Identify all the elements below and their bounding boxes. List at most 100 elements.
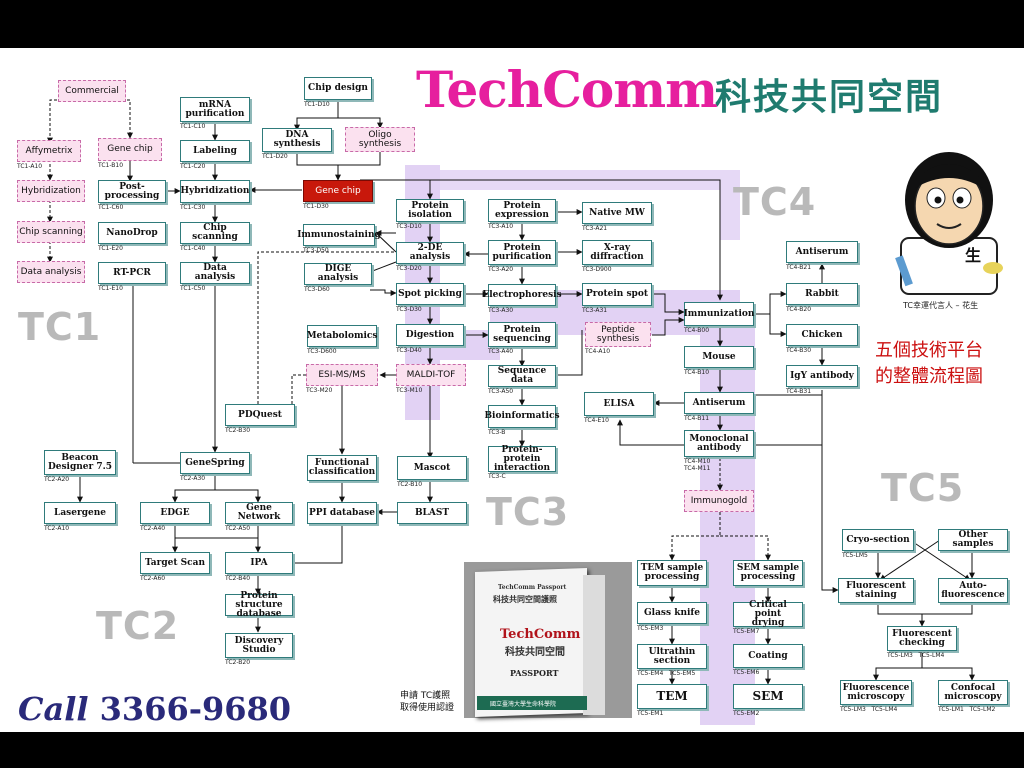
node-protdb: Protein structure database	[225, 591, 293, 618]
node-code-xray: TC3-D900	[582, 266, 612, 273]
node-code-electro: TC3-A30	[488, 307, 514, 314]
node-esims: ESI-MS/MS	[306, 364, 378, 386]
node-chipscan1: Chip scanning	[17, 221, 85, 243]
platform-label-tc5: TC5	[881, 466, 965, 510]
node-peptide: Peptide synthesis	[585, 322, 651, 347]
node-code-elisa: TC4-E10	[584, 417, 609, 424]
node-code-edge: TC2-A40	[140, 525, 166, 532]
node-fluorstain: Fluorescent staining	[838, 578, 914, 603]
node-protspot: Protein spot	[582, 283, 652, 306]
node-confocal: Confocal microscopy	[938, 680, 1008, 705]
node-code-digestion: TC3-D40	[396, 347, 422, 354]
call-prefix: Call	[18, 690, 89, 728]
page-title: TechComm	[416, 60, 718, 119]
node-code-ultrathin: TC5-EM4 TC5-EM5	[637, 670, 696, 677]
node-blast: BLAST	[397, 502, 467, 524]
node-code-monoclonal: TC4-M10 TC4-M11	[684, 458, 711, 472]
node-sem: SEM	[733, 684, 803, 709]
node-code-genespring: TC2-A30	[180, 475, 206, 482]
node-dnasyn: DNA synthesis	[262, 128, 332, 152]
node-genechip1: Gene chip	[98, 138, 162, 161]
node-code-antiserum1: TC4-B21	[786, 264, 812, 271]
passport-apply-line1: 申請 TC護照	[400, 691, 451, 701]
node-protiso: Protein isolation	[396, 199, 464, 222]
node-twode: 2-DE analysis	[396, 242, 464, 264]
node-pdquest: PDQuest	[225, 404, 295, 426]
node-nativemw: Native MW	[582, 202, 652, 224]
node-code-mrna: TC1-C10	[180, 123, 206, 130]
passport-line3: TechComm	[500, 627, 581, 642]
node-ultrathin: Ultrathin section	[637, 644, 707, 669]
mascot-badge: 生	[965, 246, 981, 265]
node-code-nativemw: TC3-A21	[582, 225, 608, 232]
node-code-discovery: TC2-B20	[225, 659, 251, 666]
node-antiserum1: Antiserum	[786, 241, 858, 263]
node-hyb1: Hybridization	[17, 180, 85, 202]
passport-line4: 科技共同空間	[505, 647, 565, 658]
node-code-chicken: TC4-B30	[786, 347, 812, 354]
call-number: 3366-9680	[99, 690, 292, 728]
node-fluorcheck: Fluorescent checking	[887, 626, 957, 651]
node-funcclass: Functional classification	[307, 455, 377, 481]
node-code-peptide: TC4-A10	[585, 348, 611, 355]
node-elisa: ELISA	[584, 392, 654, 416]
node-code-labeling: TC1-C20	[180, 163, 206, 170]
node-affymetrix: Affymetrix	[17, 140, 81, 162]
node-code-rabbit: TC4-B20	[786, 306, 812, 313]
node-mrna: mRNA purification	[180, 97, 250, 122]
node-oligo: Oligo synthesis	[345, 127, 415, 152]
node-chipdesign: Chip design	[304, 77, 372, 100]
node-code-coating: TC5-EM6	[733, 669, 760, 676]
platform-label-tc2: TC2	[96, 604, 180, 648]
node-code-protexp: TC3-A10	[488, 223, 514, 230]
node-code-genechipred: TC1-D30	[303, 203, 329, 210]
node-ppidb: PPI database	[307, 502, 377, 524]
node-code-pdquest: TC2-B30	[225, 427, 251, 434]
node-code-protpur: TC3-A20	[488, 266, 514, 273]
node-code-dige: TC3-D60	[304, 286, 330, 293]
node-code-fluormicro: TC5-LM3 TC5-LM4	[840, 706, 898, 713]
node-genenet: Gene Network	[225, 502, 293, 524]
node-immunogold: Immunogold	[684, 490, 754, 512]
node-code-confocal: TC5-LM1 TC5-LM2	[938, 706, 996, 713]
mascot-illustration: 生	[895, 152, 1003, 295]
node-antiserum2: Antiserum	[684, 392, 754, 414]
node-code-beacon: TC2-A20	[44, 476, 70, 483]
passport-line2: 科技共同空間護照	[493, 595, 557, 604]
node-code-sem: TC5-EM2	[733, 710, 760, 717]
node-rtpcr: RT-PCR	[98, 262, 166, 284]
node-code-twode: TC3-D20	[396, 265, 422, 272]
node-bioinfo: Bioinformatics	[484, 405, 560, 428]
node-chipscan2: Chip scanning	[180, 222, 250, 244]
node-code-chipdesign: TC1-D10	[304, 101, 330, 108]
platform-label-tc4: TC4	[733, 180, 817, 224]
node-code-igy: TC4-B31	[786, 388, 812, 395]
node-code-dnasyn: TC1-D20	[262, 153, 288, 160]
node-chicken: Chicken	[786, 324, 858, 346]
node-mouse: Mouse	[684, 346, 754, 368]
passport-line6: 國立臺灣大學生命科學院	[490, 701, 557, 708]
node-discovery: Discovery Studio	[225, 633, 293, 658]
node-genespring: GeneSpring	[180, 452, 250, 474]
node-lasergene: Lasergene	[44, 502, 116, 524]
node-monoclonal: Monoclonal antibody	[684, 430, 754, 457]
node-labeling: Labeling	[180, 140, 250, 162]
node-tem: TEM	[637, 684, 707, 709]
node-code-glassknife: TC5-EM3	[637, 625, 664, 632]
node-code-dataan2: TC1-C50	[180, 285, 206, 292]
node-maldi: MALDI-TOF	[396, 364, 466, 386]
node-edge: EDGE	[140, 502, 210, 524]
node-code-mascot: TC2-B10	[397, 481, 423, 488]
node-code-metabolomics: TC3-D600	[307, 348, 337, 355]
node-code-mouse: TC4-B10	[684, 369, 710, 376]
node-othersamp: Other samples	[938, 529, 1008, 551]
node-ppi: Protein-protein interaction	[488, 445, 556, 472]
node-immunostain: Immunostaining	[297, 224, 381, 246]
node-code-hyb2: TC1-C30	[180, 204, 206, 211]
node-fluormicro: Fluorescence microscopy	[840, 680, 912, 705]
overview-note: 五個技術平台 的整體流程圖	[875, 338, 983, 390]
node-code-affymetrix: TC1-A10	[17, 163, 43, 170]
node-code-seqdata: TC3-A50	[488, 388, 514, 395]
node-protexp: Protein expression	[488, 199, 556, 222]
node-beacon: Beacon Designer 7.5	[44, 450, 116, 475]
